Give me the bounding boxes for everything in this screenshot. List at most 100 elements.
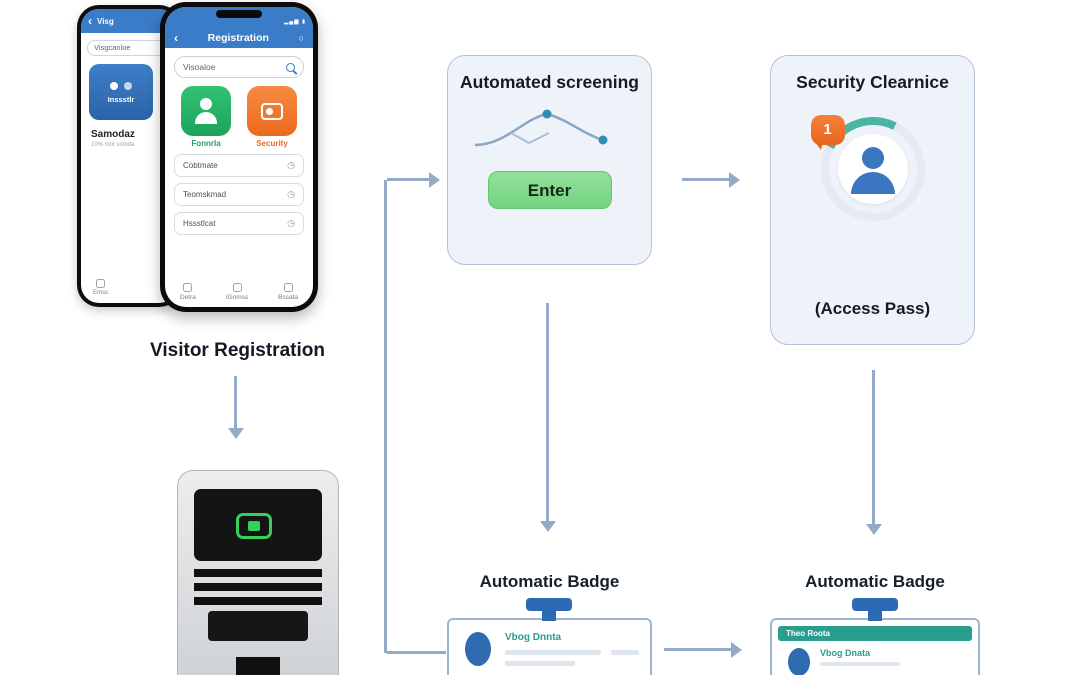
nav-item-label: Bssata	[278, 294, 299, 301]
kiosk-button[interactable]	[236, 657, 280, 675]
avatar-head	[861, 147, 884, 169]
arrow-security-to-badge	[872, 370, 875, 528]
arrow-screening-to-badge	[546, 303, 549, 525]
nav-item[interactable]: Bssata	[278, 283, 298, 301]
nav-square-icon	[283, 283, 293, 292]
clock-icon: ◷	[287, 218, 295, 228]
kiosk-vent-stripe	[194, 597, 322, 605]
card-reader-icon	[236, 513, 272, 539]
badge-header: Theo Roota	[778, 626, 972, 641]
back-phone-nav-label: Emss	[93, 290, 108, 296]
arrow-badge-to-badge	[664, 648, 734, 651]
phone-notch	[216, 10, 262, 18]
access-kiosk	[177, 470, 339, 675]
access-pass-label: (Access Pass)	[814, 299, 931, 318]
security-clearance-card: Security Clearnice 1 (Access Pass)	[770, 55, 975, 345]
badge-name: Vbog Dnnta	[505, 632, 562, 643]
tile-row: Fonnrla Security	[165, 86, 313, 148]
id-card-icon	[261, 102, 283, 120]
security-clearance-title: Security Clearnice	[796, 72, 949, 92]
arrowhead-right	[729, 172, 740, 188]
arrow-loop-bottom	[387, 651, 446, 654]
badge-detail-line	[505, 650, 601, 655]
back-phone-tile-label: Inssstlr	[107, 94, 135, 104]
status-bar-icons: ▂▄▆ ▮	[284, 19, 306, 25]
arrow-loop-to-screening	[387, 178, 431, 181]
kiosk-vent-stripe	[194, 583, 322, 591]
clock-icon: ◷	[287, 160, 295, 170]
card-slot	[208, 611, 308, 641]
tile-forms[interactable]	[181, 86, 231, 136]
search-value: Visoaloe	[183, 62, 216, 72]
list-item-label: Teomskmad	[183, 190, 227, 199]
back-phone-caption: 10% mot snmda	[91, 142, 135, 148]
nav-square-icon	[96, 279, 105, 288]
nav-square-icon	[183, 283, 193, 292]
tile-security[interactable]	[247, 86, 297, 136]
back-phone-nav-item[interactable]: Emss	[93, 279, 108, 296]
badge-detail-line	[820, 662, 900, 666]
user-avatar-icon	[837, 134, 908, 204]
nav-item[interactable]: Detra	[180, 283, 196, 301]
person-icon	[194, 98, 218, 124]
nav-square-icon	[232, 283, 242, 292]
clearance-progress-ring: 1	[806, 103, 939, 235]
badge-card-left: Vbog Dnnta	[447, 618, 652, 675]
search-input[interactable]: Visoaloe	[174, 56, 304, 78]
back-phone-app-tile[interactable]: Inssstlr	[89, 64, 153, 120]
enter-button[interactable]: Enter	[487, 171, 612, 209]
list-item-label: Cobtmate	[183, 161, 218, 170]
arrowhead-down	[540, 521, 556, 532]
list-item[interactable]: Hssstlcat ◷	[174, 212, 304, 235]
badge-avatar	[788, 648, 810, 675]
clock-icon: ◷	[287, 189, 295, 199]
visitor-registration-label: Visitor Registration	[150, 340, 325, 361]
badge-clip	[526, 598, 572, 611]
badge-clip	[852, 598, 898, 611]
kiosk-vent-stripe	[194, 569, 322, 577]
badge-clip	[868, 609, 882, 621]
list-item[interactable]: Cobtmate ◷	[174, 154, 304, 177]
back-phone-search-field[interactable]: Visgcanloe	[87, 40, 171, 56]
list-item[interactable]: Teomskmad ◷	[174, 183, 304, 206]
avatar-body	[850, 172, 895, 194]
back-icon[interactable]: ‹	[88, 14, 92, 28]
back-icon[interactable]: ‹	[174, 31, 178, 45]
back-phone-title: Visg	[97, 16, 114, 26]
arrowhead-down	[228, 428, 244, 439]
phone-screen: ▂▄▆ ▮ ‹ Registration ○ Visoaloe Fonnrla	[165, 7, 313, 307]
search-icon	[286, 62, 295, 72]
back-phone-name-label: Samodaz	[91, 129, 135, 140]
automatic-badge-title-left: Automatic Badge	[479, 572, 620, 591]
screening-flow-graphic	[474, 109, 607, 147]
badge-name: Vbog Dnata	[820, 648, 871, 658]
badge-avatar	[465, 632, 491, 666]
automated-screening-card: Automated screening Enter	[447, 55, 652, 265]
tile-forms-label: Fonnrla	[191, 139, 221, 148]
badge-detail-line	[611, 650, 639, 655]
arrowhead-right	[429, 172, 440, 188]
list-item-label: Hssstlcat	[183, 219, 216, 228]
nav-item[interactable]: IGnmss	[226, 283, 248, 301]
refresh-icon[interactable]: ○	[298, 33, 304, 43]
app-dots-icon	[110, 81, 132, 91]
arrow-loop-vertical	[384, 180, 387, 653]
notification-badge: 1	[810, 115, 845, 150]
badge-clip	[542, 609, 556, 621]
phone-bottom-nav: Detra IGnmss Bssata	[165, 283, 313, 301]
badge-card-right: Theo Roota Vbog Dnata	[770, 618, 980, 675]
arrow-registration-to-kiosk	[234, 376, 237, 432]
arrowhead-right	[731, 642, 742, 658]
tile-security-label: Security	[256, 139, 288, 148]
automated-screening-title: Automated screening	[460, 72, 639, 92]
badge-detail-line	[505, 661, 575, 666]
phone-list: Cobtmate ◷ Teomskmad ◷ Hssstlcat ◷	[165, 154, 313, 235]
nav-item-label: IGnmss	[225, 294, 249, 301]
arrow-screening-to-security	[682, 178, 732, 181]
phone-mockup-front: ▂▄▆ ▮ ‹ Registration ○ Visoaloe Fonnrla	[160, 2, 318, 312]
phone-title: Registration	[207, 32, 269, 44]
arrowhead-down	[866, 524, 882, 535]
nav-item-label: Detra	[179, 294, 196, 301]
automatic-badge-title-right: Automatic Badge	[805, 572, 945, 591]
